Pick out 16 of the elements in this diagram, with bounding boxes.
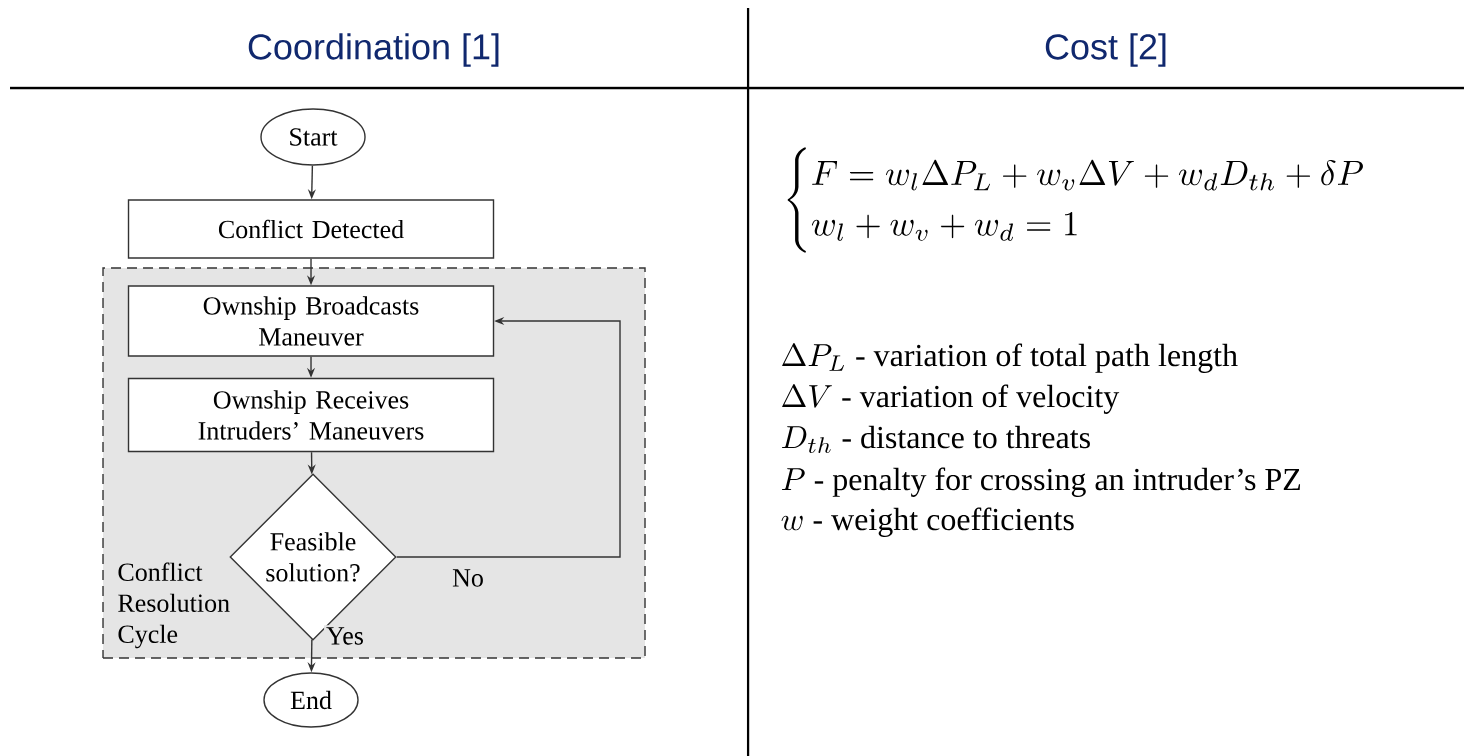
region-label: Conflict Resolution Cycle [118, 562, 230, 649]
process-box: Ownship Broadcasts Maneuver [127, 285, 495, 357]
process-box: Conflict Detected [127, 199, 495, 259]
process-box: Ownship Receives Intruders’ Maneuvers [127, 377, 495, 453]
definition-line: $w \text{ - weight coefficients}$ [781, 507, 1074, 537]
terminal-oval: Start [260, 108, 366, 166]
column-header: Coordination [1] [248, 33, 499, 67]
definition-line: $\Delta P_L \text{ - variation of total path length}$ [782, 343, 1238, 373]
definition-line: $\Delta V \text{ - variation of velocity}$ [782, 384, 1120, 414]
edge-label: No [450, 567, 486, 589]
definition-line: $P \text{ - penalty for crossing an intruder’s PZ}$ [781, 467, 1301, 497]
terminal-oval: End [263, 672, 359, 728]
definition-line: $D_{th} \text{ - distance to threats}$ [781, 425, 1090, 453]
formula: $\begin{cases} F = w_l \Delta P_L + w_v \Delta V + w_d D_{th} + \delta P \\ w_l + w_v + w_d = 1 \end{cases}$ [787, 147, 1363, 253]
column-header: Cost [2] [1045, 33, 1166, 67]
edge-label: Yes [324, 625, 366, 647]
